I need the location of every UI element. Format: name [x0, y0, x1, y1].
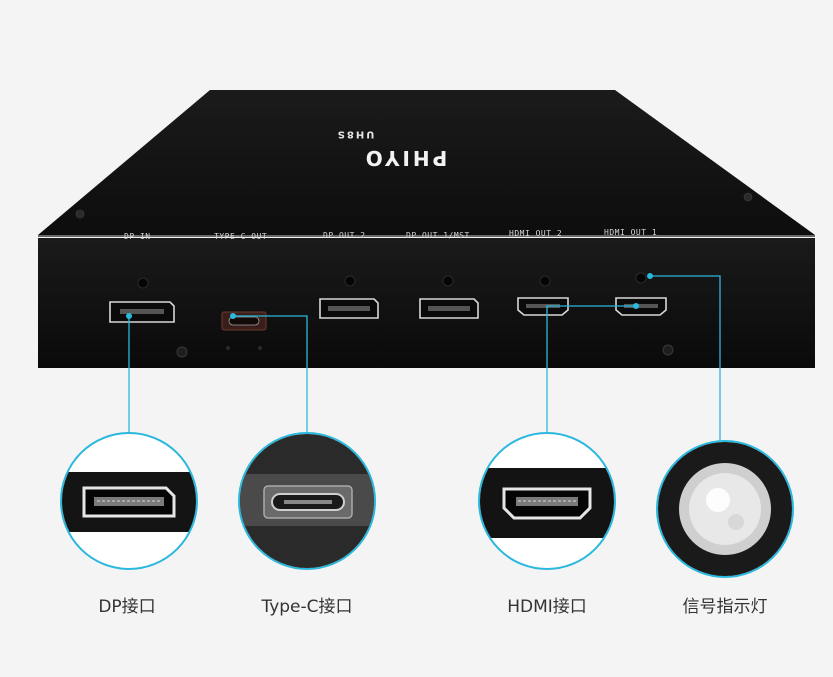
led-indicator-icon [658, 442, 792, 576]
callout-signal-led [656, 440, 794, 578]
caption-dp: DP接口 [98, 597, 156, 617]
model-label: UH8S [335, 128, 375, 140]
led-hole-5 [635, 272, 647, 284]
callout-dp-port [60, 432, 198, 570]
screw-front-right [662, 344, 674, 356]
screw-front-left [176, 346, 188, 358]
led-hole-3 [442, 275, 454, 287]
port-label-hdmi-out-1: HDMI OUT 1 [604, 228, 658, 237]
displayport-icon [62, 472, 196, 532]
caption-led: 信号指示灯 [682, 597, 768, 617]
hdmi-icon [480, 468, 614, 538]
type-c-port [221, 311, 267, 331]
port-label-type-c-out: TYPE-C OUT [214, 232, 268, 241]
dp-in-port [109, 301, 175, 323]
callout-type-c-port [238, 432, 376, 570]
caption-hdmi: HDMI接口 [507, 597, 587, 617]
callout-lines [126, 273, 721, 440]
screw-top-left [75, 209, 85, 219]
port-label-dp-in: DP IN [124, 232, 151, 241]
led-hole-1 [137, 277, 149, 289]
port-label-dp-out-2: DP OUT 2 [323, 231, 366, 240]
hdmi-out-1-port [615, 297, 667, 316]
screw-top-right [743, 192, 753, 202]
port-label-dp-out-1-mst: DP OUT 1/MST [406, 231, 470, 240]
led-hole-4 [539, 275, 551, 287]
device-top-surface [38, 90, 815, 235]
hdmi-out-2-port [517, 297, 569, 316]
led-hole-2 [344, 275, 356, 287]
brand-logo: PHIYO [362, 146, 448, 170]
dp-out-1-port [419, 298, 479, 319]
caption-type-c: Type-C接口 [261, 597, 353, 617]
callout-hdmi-port [478, 432, 616, 570]
port-label-hdmi-out-2: HDMI OUT 2 [509, 229, 563, 238]
dp-out-2-port [319, 298, 379, 319]
usb-c-icon [240, 434, 374, 568]
